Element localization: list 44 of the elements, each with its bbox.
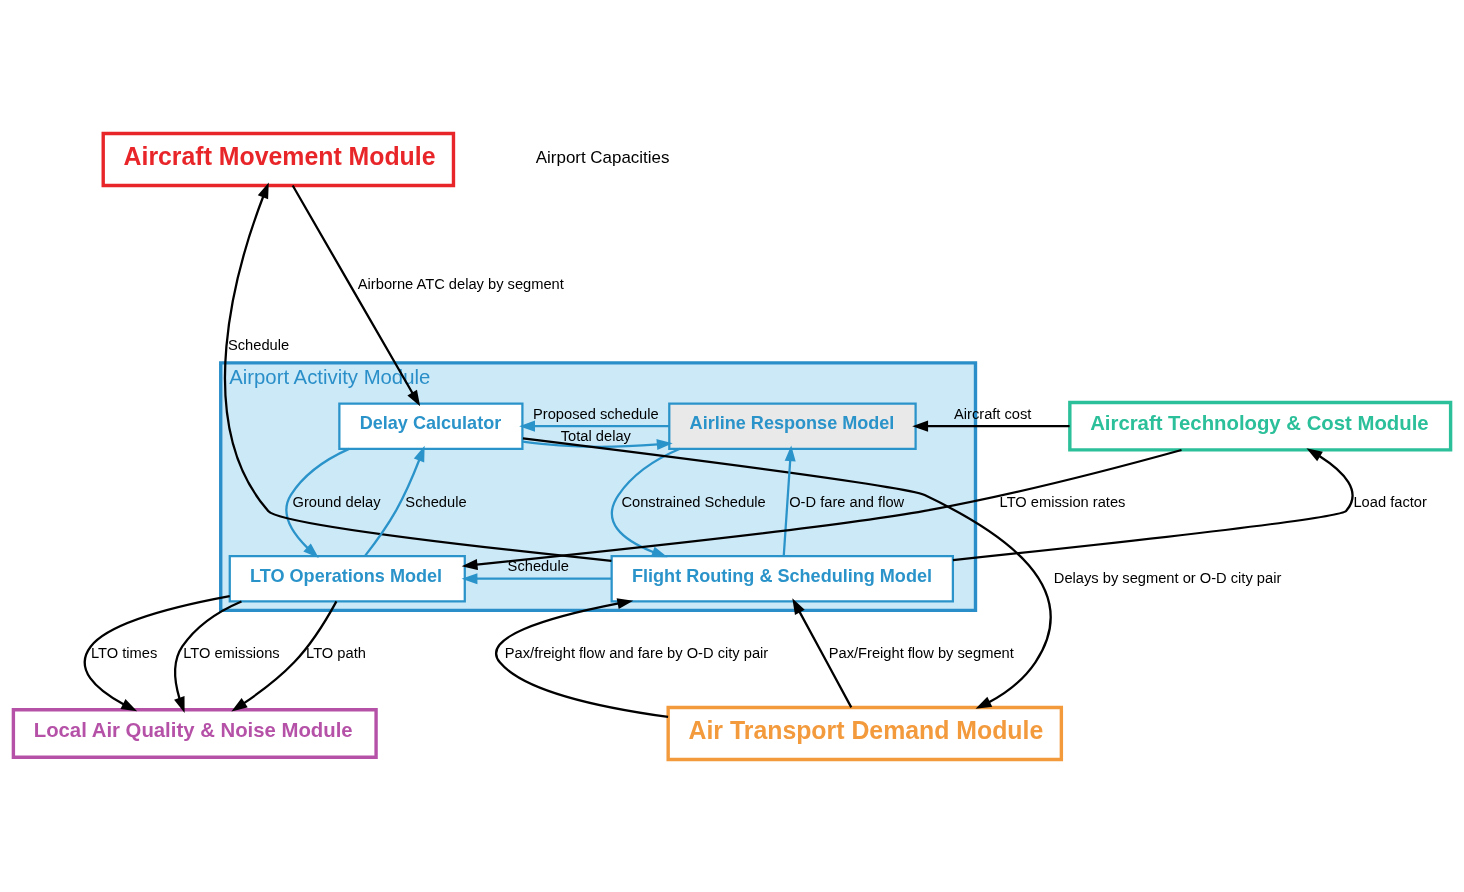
arrow bbox=[461, 572, 612, 584]
arrow bbox=[461, 448, 1182, 570]
node-box: Local Air Quality & Noise Module bbox=[11, 707, 378, 759]
arrow bbox=[285, 447, 350, 558]
arrow bbox=[519, 420, 670, 432]
node-box: Aircraft Movement Module bbox=[101, 131, 456, 187]
edge-label: Ground delay bbox=[292, 493, 381, 510]
arrow bbox=[522, 438, 673, 450]
edge-label: Schedule bbox=[405, 493, 467, 510]
edge-label: LTO path bbox=[306, 644, 366, 661]
edge-label: Proposed schedule bbox=[533, 405, 659, 422]
arrow bbox=[364, 445, 425, 557]
arrow bbox=[174, 599, 242, 713]
arrow bbox=[223, 181, 612, 562]
edge-label: O-D fare and flow bbox=[789, 493, 905, 510]
arrow bbox=[912, 420, 1070, 432]
edge-label: Delays by segment or O-D city pair bbox=[1053, 569, 1282, 586]
edge-label: LTO emissions bbox=[183, 644, 280, 661]
edge-label: LTO times bbox=[90, 644, 158, 661]
arrow bbox=[495, 597, 669, 718]
label: Airport Capacities bbox=[535, 147, 670, 167]
arrow bbox=[522, 436, 1052, 709]
node-box: Air Transport Demand Module bbox=[666, 705, 1064, 761]
edge-label: Total delay bbox=[560, 427, 631, 444]
edge-label: Airborne ATC delay by segment bbox=[357, 275, 564, 292]
edge-label: Schedule bbox=[507, 557, 569, 574]
edge-label: Load factor bbox=[1353, 493, 1427, 510]
edge-label: Pax/freight flow and fare by O-D city pair bbox=[504, 644, 769, 661]
arrow bbox=[792, 597, 853, 708]
edge-label: LTO emission rates bbox=[999, 493, 1126, 510]
node-box: LTO Operations Model bbox=[228, 554, 466, 602]
edge-label: Schedule bbox=[227, 336, 290, 353]
node-box: Airline Response Model bbox=[668, 401, 917, 450]
arrow bbox=[291, 184, 421, 406]
arrow bbox=[610, 447, 681, 557]
edge-label: Pax/Freight flow by segment bbox=[828, 644, 1014, 661]
arrow bbox=[782, 444, 796, 556]
node-box: Delay Calculator bbox=[338, 401, 524, 450]
arrow bbox=[952, 447, 1354, 561]
arrow bbox=[83, 594, 230, 711]
node-box: Aircraft Technology & Cost Module bbox=[1068, 400, 1453, 452]
node-box: Flight Routing & Scheduling Model bbox=[610, 554, 954, 602]
edge-label: Constrained Schedule bbox=[621, 493, 766, 510]
arrow bbox=[231, 600, 338, 711]
